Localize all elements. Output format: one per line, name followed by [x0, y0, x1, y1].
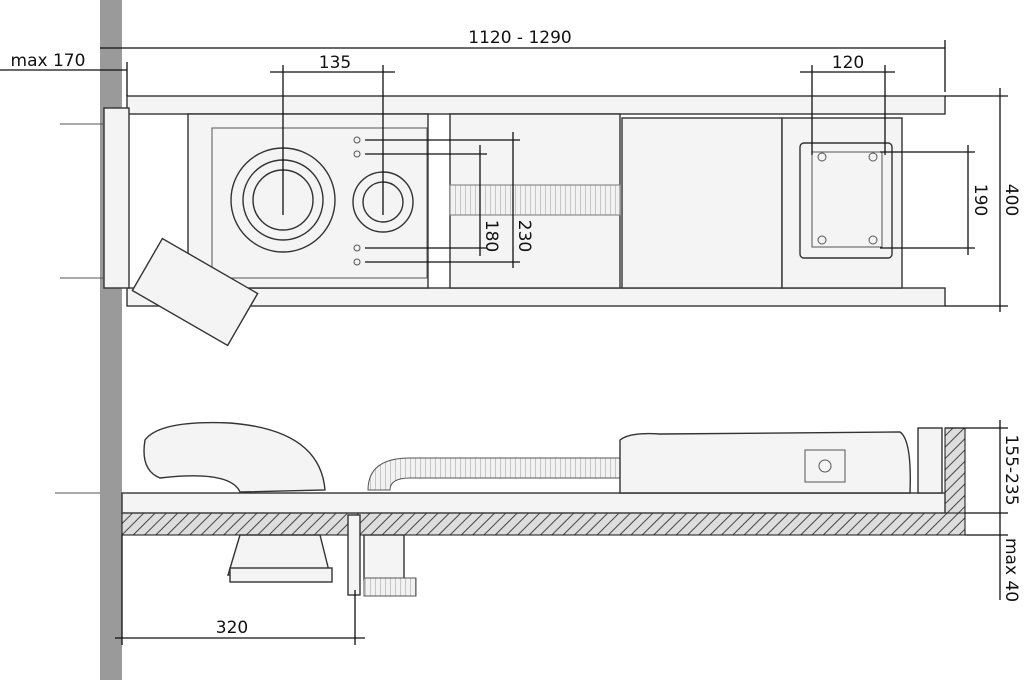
drain-distance-label: 320	[216, 618, 248, 638]
total-width-label: 1120 - 1290	[468, 28, 571, 48]
side-wall	[944, 427, 966, 514]
outlet-180-label: 180	[481, 220, 501, 252]
floor-height-label: 155-235	[1001, 434, 1021, 505]
frame-depth-label: 400	[1001, 184, 1021, 216]
wall	[100, 0, 122, 680]
plate-height-label: 190	[970, 184, 990, 216]
top-view	[60, 95, 946, 347]
floor-finish-label: max 40	[1001, 538, 1021, 602]
flush-plate	[799, 142, 893, 259]
dimension-lines	[0, 40, 1008, 645]
plate-width-label: 120	[832, 53, 864, 73]
wall-offset-label: max 170	[11, 51, 86, 71]
outlet-spacing-label: 135	[319, 53, 351, 73]
outlet-230-label: 230	[514, 220, 534, 252]
floor-slab	[121, 512, 966, 536]
side-view	[55, 421, 966, 597]
dimension-labels: 1120 - 1290 max 170 135 120 400 190 230 …	[11, 28, 1021, 638]
